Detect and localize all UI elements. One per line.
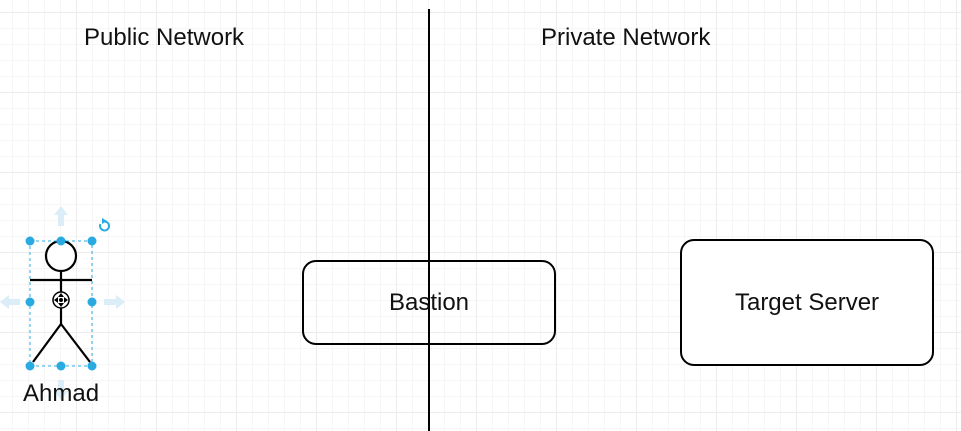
move-icon[interactable] <box>52 291 70 309</box>
arrow-icon[interactable] <box>0 206 125 400</box>
rotate-icon[interactable] <box>99 218 110 232</box>
resize-handles[interactable] <box>25 236 97 371</box>
private-network-label[interactable]: Private Network <box>541 24 711 51</box>
target-server-label: Target Server <box>734 288 880 316</box>
stick-figure <box>30 239 92 363</box>
bastion-label: Bastion <box>388 288 470 316</box>
target-server-node[interactable]: Target Server <box>680 239 934 366</box>
bastion-node[interactable]: Bastion <box>302 260 556 345</box>
actor-name-label[interactable]: Ahmad <box>23 380 100 407</box>
actor-shape[interactable] <box>0 200 130 400</box>
public-network-label[interactable]: Public Network <box>84 24 245 51</box>
network-divider-line[interactable] <box>428 9 430 431</box>
